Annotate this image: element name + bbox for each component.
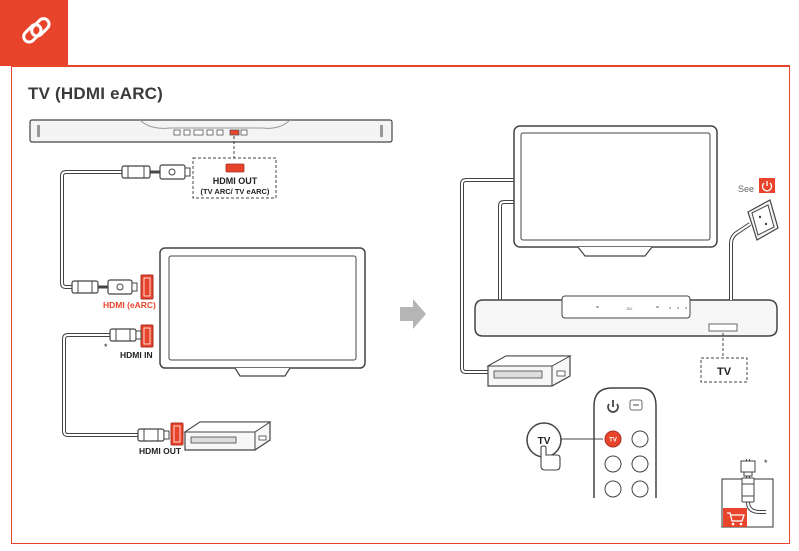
media-player-right [486,355,572,387]
link-icon [22,17,51,44]
soundbar-front: JBL [474,295,778,337]
soundbar-port-label: HDMI OUT [213,176,258,186]
wall-outlet-icon [747,199,779,241]
tv-hdmi-in-label: HDMI IN [120,350,153,360]
tv-box-label: TV [717,366,732,378]
soundbar-port-sublabel: (TV ARC/ TV eARC) [201,187,270,196]
content-frame [11,66,790,544]
tv-left [159,247,366,377]
hdmi-out-callout: HDMI OUT (TV ARC/ TV eARC) [192,136,277,199]
remote-power-icon [607,400,619,413]
tv-right [513,125,718,257]
soundbar-top [29,119,393,143]
cable-marker: * [764,458,768,468]
header-badge [0,0,68,66]
remote-tv-button-label: TV [609,438,617,444]
tv-hdmi-in-marker: * [104,342,108,352]
see-label: See [738,184,754,194]
tv-hdmi-ports [140,274,154,348]
svg-text:JBL: JBL [626,306,634,311]
tv-earc-label: HDMI (eARC) [103,300,156,310]
player-hdmi-out-label: HDMI OUT [139,446,182,456]
rear-cables [460,178,514,374]
hdmi-cable-earc [60,164,191,295]
shopping-cart-icon [723,508,747,527]
media-player-left [183,421,272,451]
section-title: TV (HDMI eARC) [28,84,164,103]
hand-pointer-icon [540,445,561,471]
remote-control: TV [593,387,657,498]
hdmi-cable-player [62,328,184,446]
power-icon [759,178,775,193]
remote-tv-callout-label: TV [538,436,551,447]
tv-box-callout: TV [700,333,748,383]
power-cord [729,222,752,300]
arrow-right-icon [400,299,426,329]
frame-top-border [68,65,790,66]
